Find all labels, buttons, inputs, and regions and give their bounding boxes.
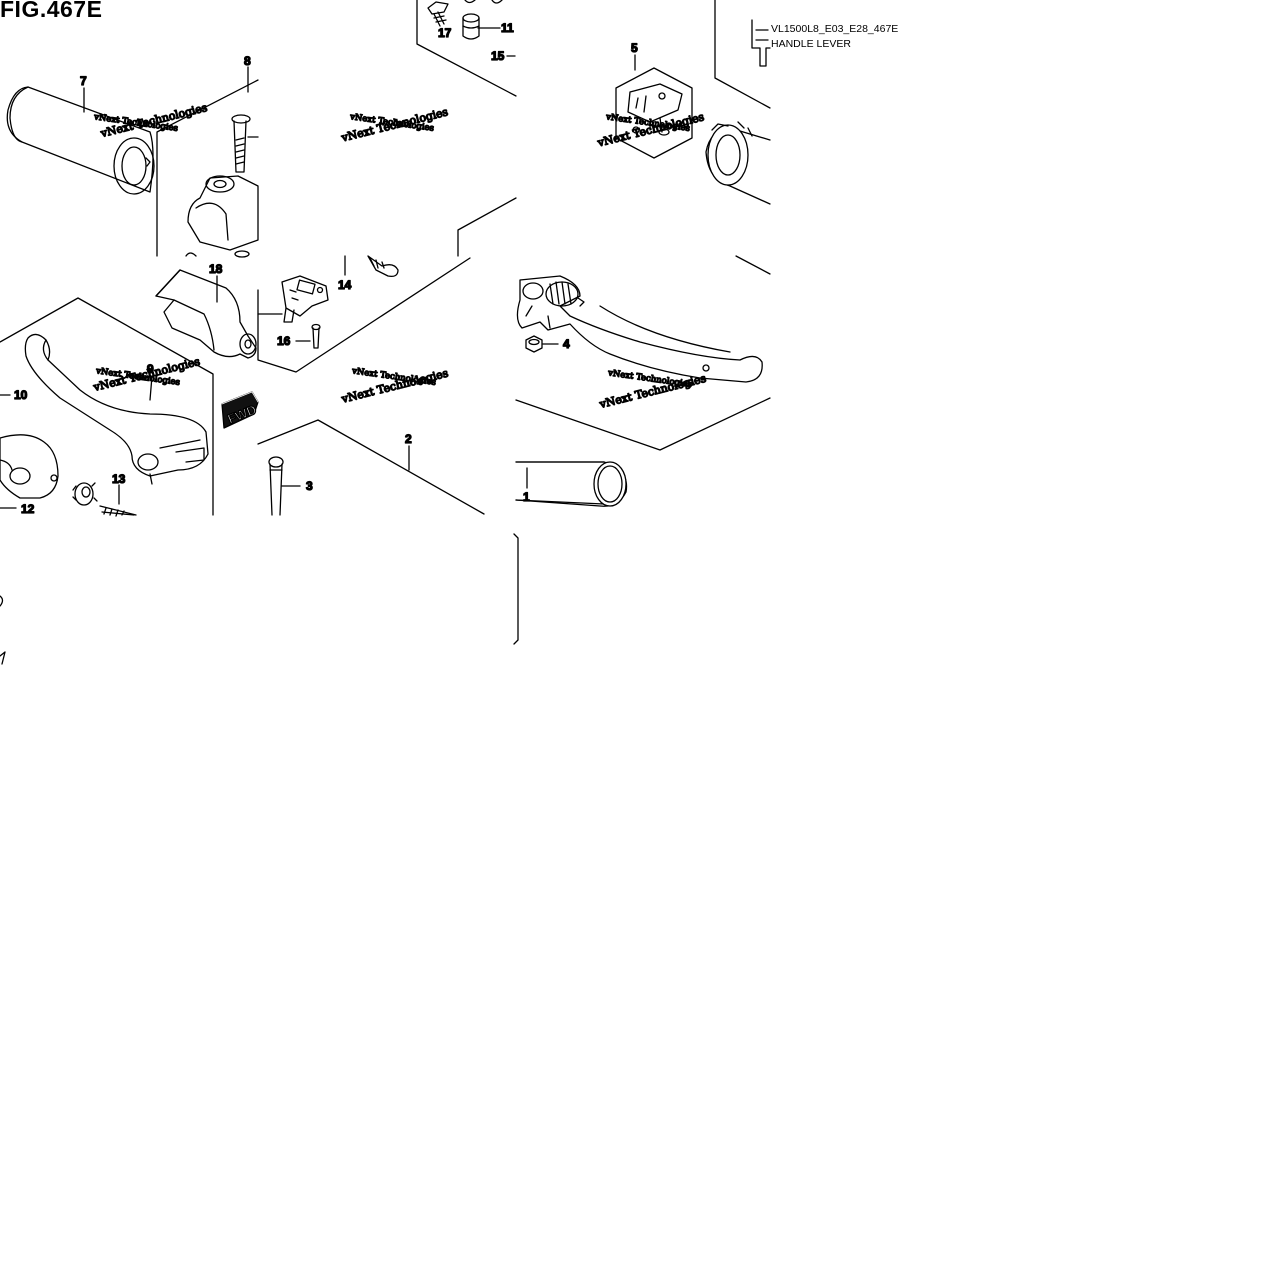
panel-frame-lower: [258, 420, 484, 514]
pivot-bolt-part: [269, 457, 283, 515]
switch-14-part: [282, 276, 328, 322]
figure-code: VL1500L8_E03_E28_467E: [771, 23, 899, 35]
callout-5: 5: [631, 41, 638, 55]
panel-bracket: [514, 534, 518, 644]
figure-name: HANDLE LEVER: [771, 38, 851, 50]
figure-reference: VL1500L8_E03_E28_467E HANDLE LEVER: [771, 22, 898, 52]
panel-frame-brake-top: [736, 256, 770, 274]
lever-cover-part: [156, 270, 256, 358]
callout-1: 1: [523, 490, 530, 504]
panel-frame-brake: [516, 398, 770, 450]
bolt-part: [232, 115, 250, 172]
panel-frame-center: [258, 258, 470, 372]
edge-fragments: [0, 596, 5, 664]
brake-lever-part: [517, 276, 762, 382]
clutch-holder-part: [0, 435, 58, 498]
leader-9: [150, 376, 152, 400]
panel-frame-upper: [417, 0, 516, 96]
panel-frame-left: [0, 298, 213, 515]
panel-frame: [157, 80, 258, 256]
callout-7: 7: [80, 74, 87, 88]
grip-part: [7, 87, 154, 194]
reference-tag-icon: [752, 20, 770, 66]
screw-13-part: [100, 506, 136, 516]
clutch-lever-part: [25, 334, 208, 484]
callout-10: 10: [14, 388, 28, 402]
screw-17-part: [428, 2, 448, 26]
lever-holder-part: [188, 176, 258, 250]
handlebar-part: [516, 462, 627, 506]
nut-4-part: [526, 336, 542, 352]
panel-frame-mid: [458, 198, 516, 256]
switch-5-part: [628, 84, 682, 135]
washer-part: [73, 483, 97, 505]
nut-fragment: [235, 251, 249, 257]
screw-fragment: [186, 253, 196, 256]
callout-8: 8: [244, 54, 251, 68]
adjuster-part: [368, 256, 398, 276]
figure-title: FIG.467E: [0, 0, 103, 22]
callout-18: 18: [209, 262, 223, 276]
callout-16: 16: [277, 334, 291, 348]
forward-marker: [222, 392, 258, 428]
throttle-grip-part: [706, 122, 770, 204]
callout-9: 9: [147, 362, 154, 376]
callout-2: 2: [405, 432, 412, 446]
panel-frame-right: [715, 0, 770, 108]
callout-3: 3: [306, 479, 313, 493]
callout-17: 17: [438, 26, 452, 40]
bushing-11-part: [463, 14, 479, 39]
screw-16-part: [312, 325, 320, 349]
callout-13: 13: [112, 472, 126, 486]
hex-callout-5: [616, 68, 692, 158]
callout-11: 11: [501, 21, 514, 35]
washer-fragments: [465, 0, 502, 3]
callout-15: 15: [491, 49, 505, 63]
callout-14: 14: [338, 278, 352, 292]
callout-4: 4: [563, 337, 570, 351]
callout-12: 12: [21, 502, 35, 516]
